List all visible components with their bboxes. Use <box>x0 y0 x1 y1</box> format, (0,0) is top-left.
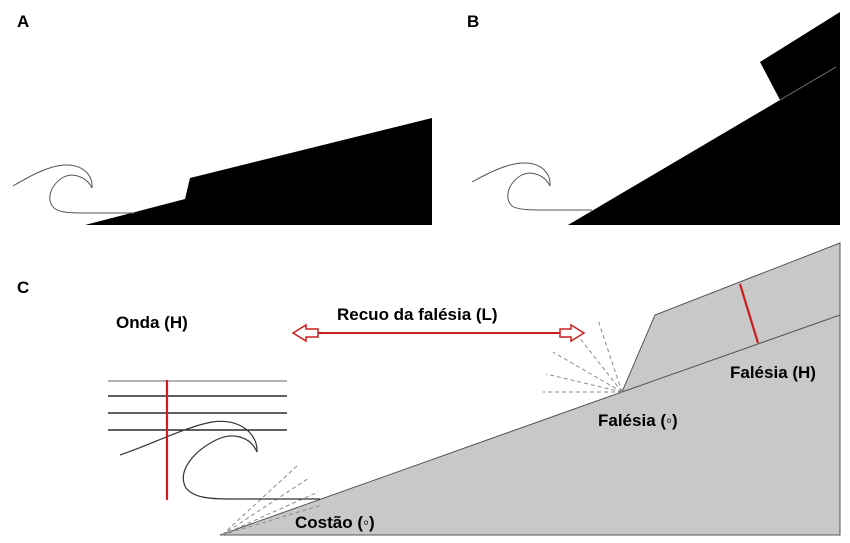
panel-b-wave <box>471 162 592 211</box>
panel-a-label: A <box>17 12 29 31</box>
cliff-angle-label: Falésia (◦) <box>598 411 678 430</box>
panel-a-wave <box>12 164 135 214</box>
panel-c-wave <box>119 420 320 500</box>
water-level-lines <box>108 380 287 431</box>
panel-c-bedding-line <box>621 314 841 393</box>
arrow-right-head <box>559 323 586 343</box>
panel-b-terrain <box>568 12 840 225</box>
panel-b-label: B <box>467 12 479 31</box>
panel-b-slope-line <box>779 66 837 101</box>
cliff-height-marker <box>738 283 760 344</box>
panel-b: B <box>467 12 840 225</box>
panel-c: C <box>17 242 841 536</box>
cliff-retreat-label: Recuo da falésia (L) <box>337 305 498 324</box>
panel-c-label: C <box>17 278 29 297</box>
arrow-left-head <box>291 323 319 343</box>
panel-c-terrain <box>219 242 841 536</box>
panel-a: A <box>12 12 432 225</box>
wave-height-label: Onda (H) <box>116 313 188 332</box>
cliff-height-label: Falésia (H) <box>730 363 816 382</box>
coast-angle-label: Costão (◦) <box>295 513 375 532</box>
panel-a-terrain <box>85 118 432 225</box>
cliff-angle-fan <box>543 319 623 393</box>
cliff-retreat-arrow <box>291 323 586 343</box>
